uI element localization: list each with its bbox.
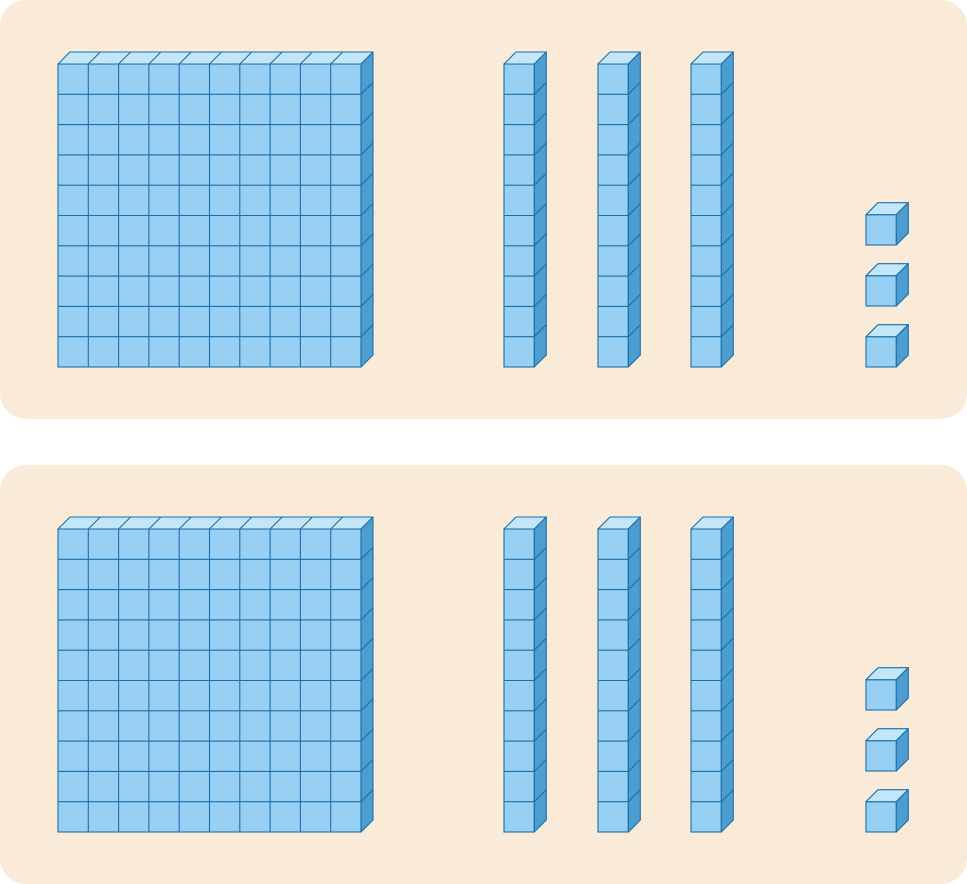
ten-rod — [597, 516, 641, 833]
ten-rod — [503, 516, 547, 833]
unit-cube — [865, 728, 909, 772]
ten-rod — [503, 51, 547, 368]
hundred-flat — [57, 516, 374, 833]
unit-cube — [865, 263, 909, 307]
ten-rod — [597, 51, 641, 368]
ten-rod — [690, 51, 734, 368]
ten-rod — [690, 516, 734, 833]
unit-cube — [865, 789, 909, 833]
hundred-flat — [57, 51, 374, 368]
unit-cube — [865, 324, 909, 368]
unit-cube — [865, 202, 909, 246]
panel-2 — [0, 465, 967, 884]
unit-cube — [865, 667, 909, 711]
panel-1 — [0, 0, 967, 419]
